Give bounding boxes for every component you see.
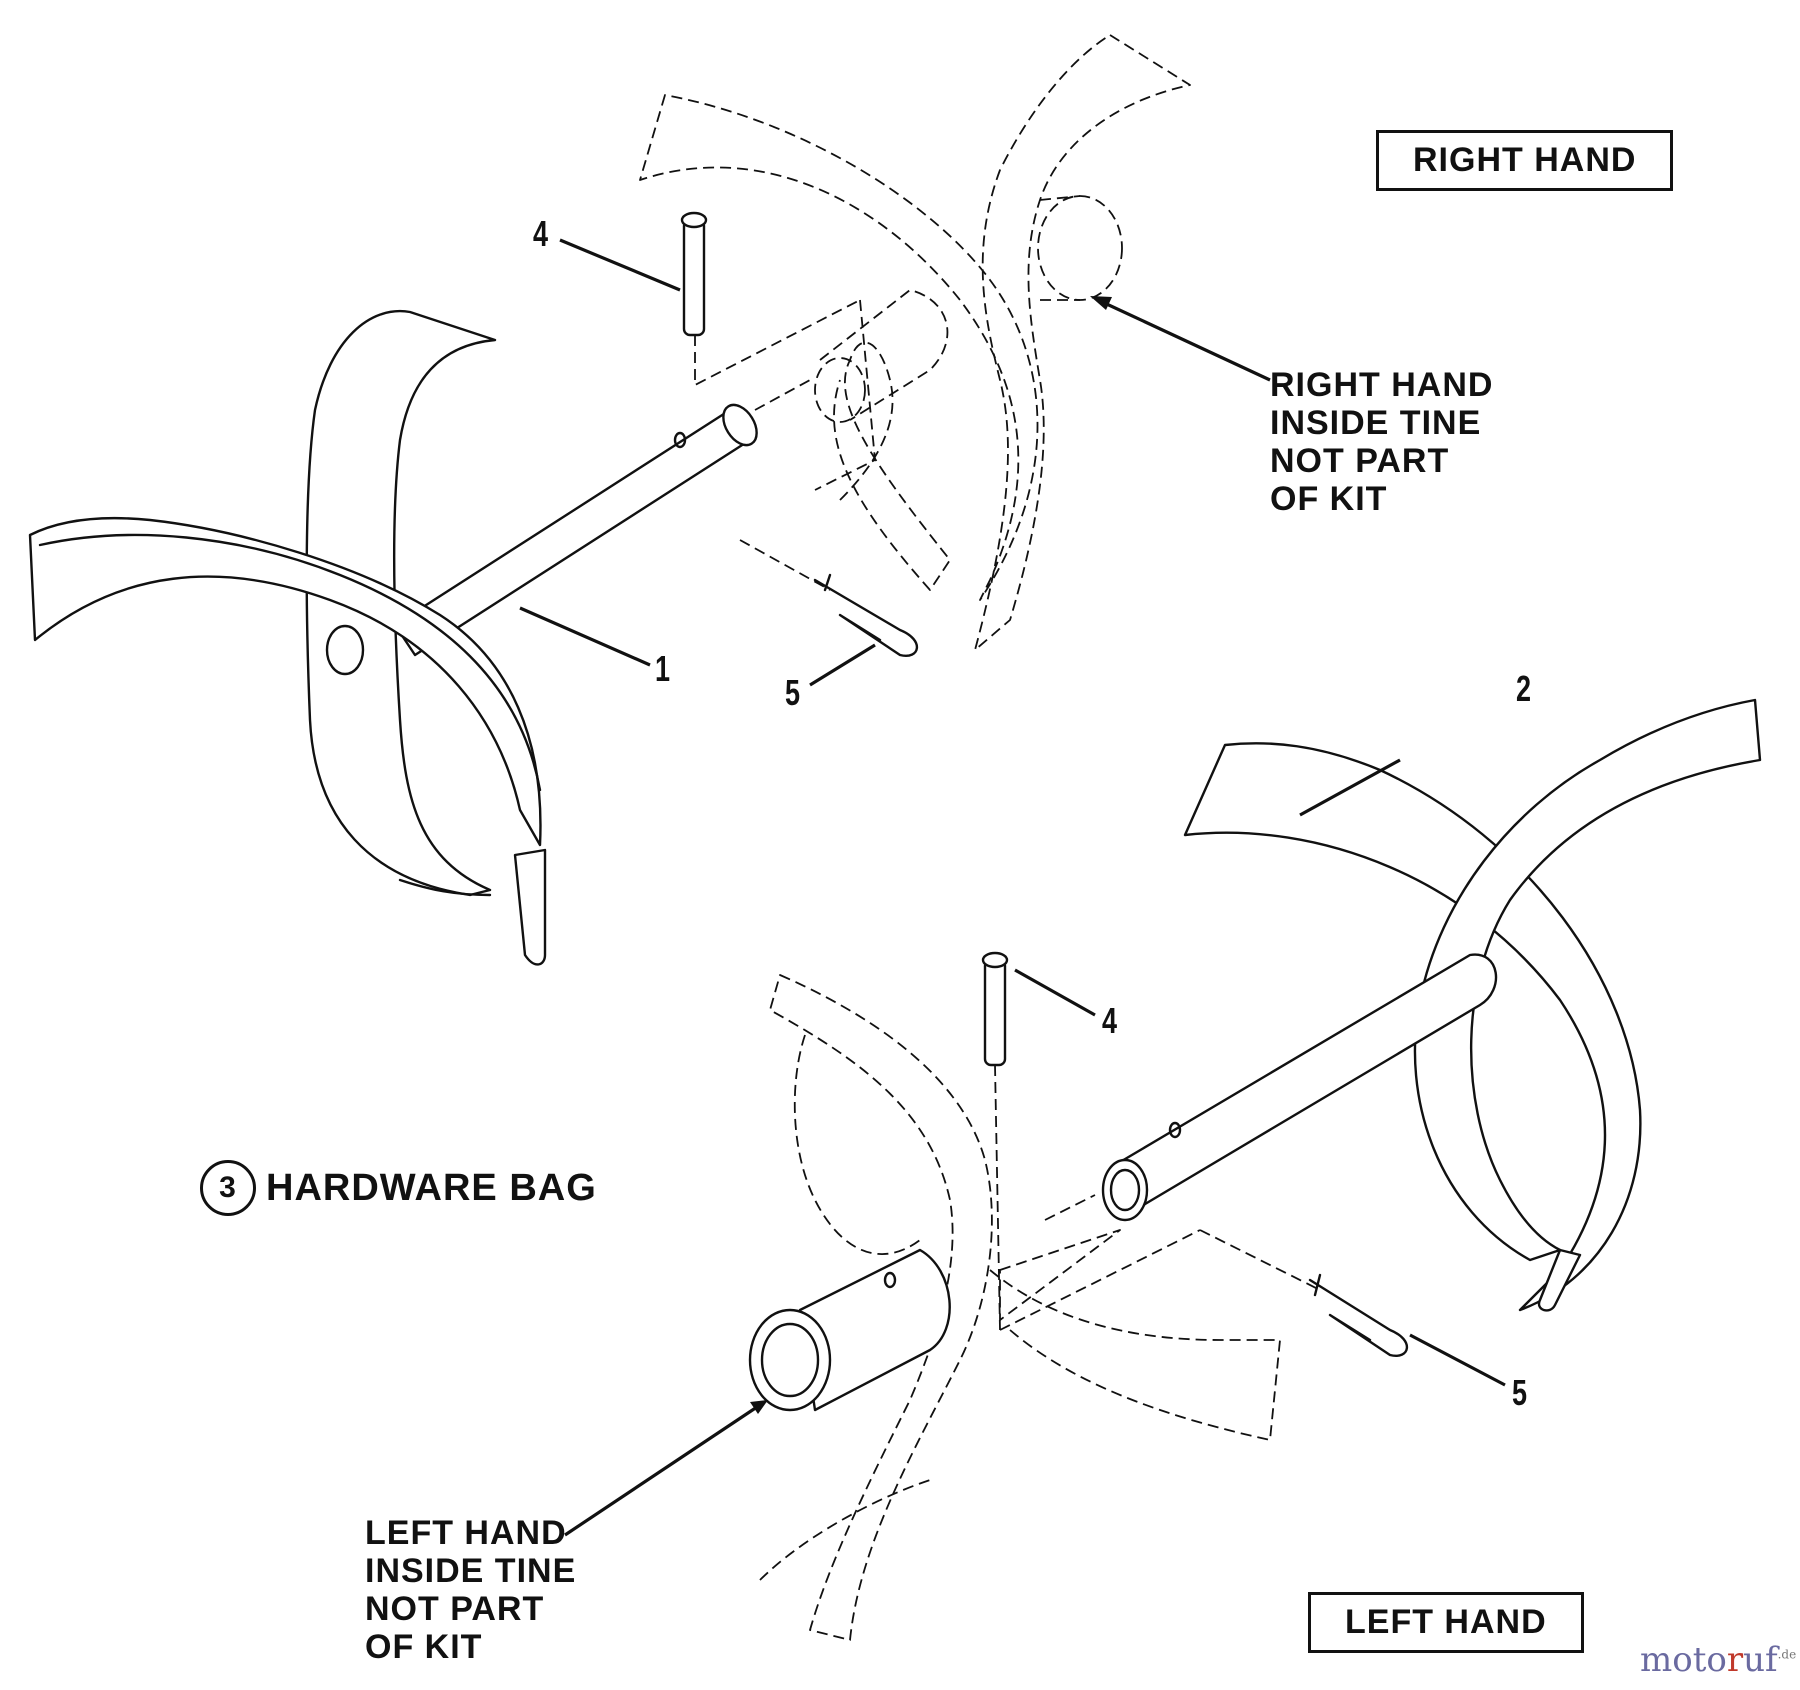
- part-number-1: 1: [655, 648, 671, 689]
- left-inside-tine-outline: [759, 974, 1281, 1641]
- hardware-bag-number: 3: [200, 1160, 256, 1216]
- right-hand-label: RIGHT HAND: [1376, 130, 1674, 191]
- watermark-logo: motoruf.de: [1640, 1640, 1797, 1680]
- tine-assembly-1: [28, 309, 758, 966]
- hardware-bag-label: 3 HARDWARE BAG: [200, 1160, 597, 1216]
- clevis-pin-lower: [981, 951, 1009, 1067]
- part-number-4-lower: 4: [1102, 1000, 1118, 1041]
- part-number-5-upper: 5: [785, 672, 801, 713]
- right-inside-tine-callout: RIGHT HAND INSIDE TINE NOT PART OF KIT: [1270, 366, 1494, 518]
- part-number-2: 2: [1516, 668, 1532, 709]
- hairpin-clip-lower: [1308, 1273, 1409, 1357]
- part-number-4-upper: 4: [533, 213, 549, 254]
- left-hand-label: LEFT HAND: [1308, 1592, 1584, 1653]
- leader-lines: [519, 238, 1506, 1537]
- hub-lower: [748, 1248, 951, 1412]
- hub-upper: [814, 289, 949, 423]
- hairpin-clip-upper: [813, 573, 919, 657]
- right-inside-tine-outline: [639, 34, 1191, 651]
- hardware-bag-text: HARDWARE BAG: [266, 1166, 597, 1209]
- part-number-5-lower: 5: [1512, 1372, 1528, 1413]
- clevis-pin-upper: [680, 211, 708, 337]
- tine-assembly-2: [1101, 698, 1762, 1312]
- left-inside-tine-callout: LEFT HAND INSIDE TINE NOT PART OF KIT: [365, 1514, 577, 1666]
